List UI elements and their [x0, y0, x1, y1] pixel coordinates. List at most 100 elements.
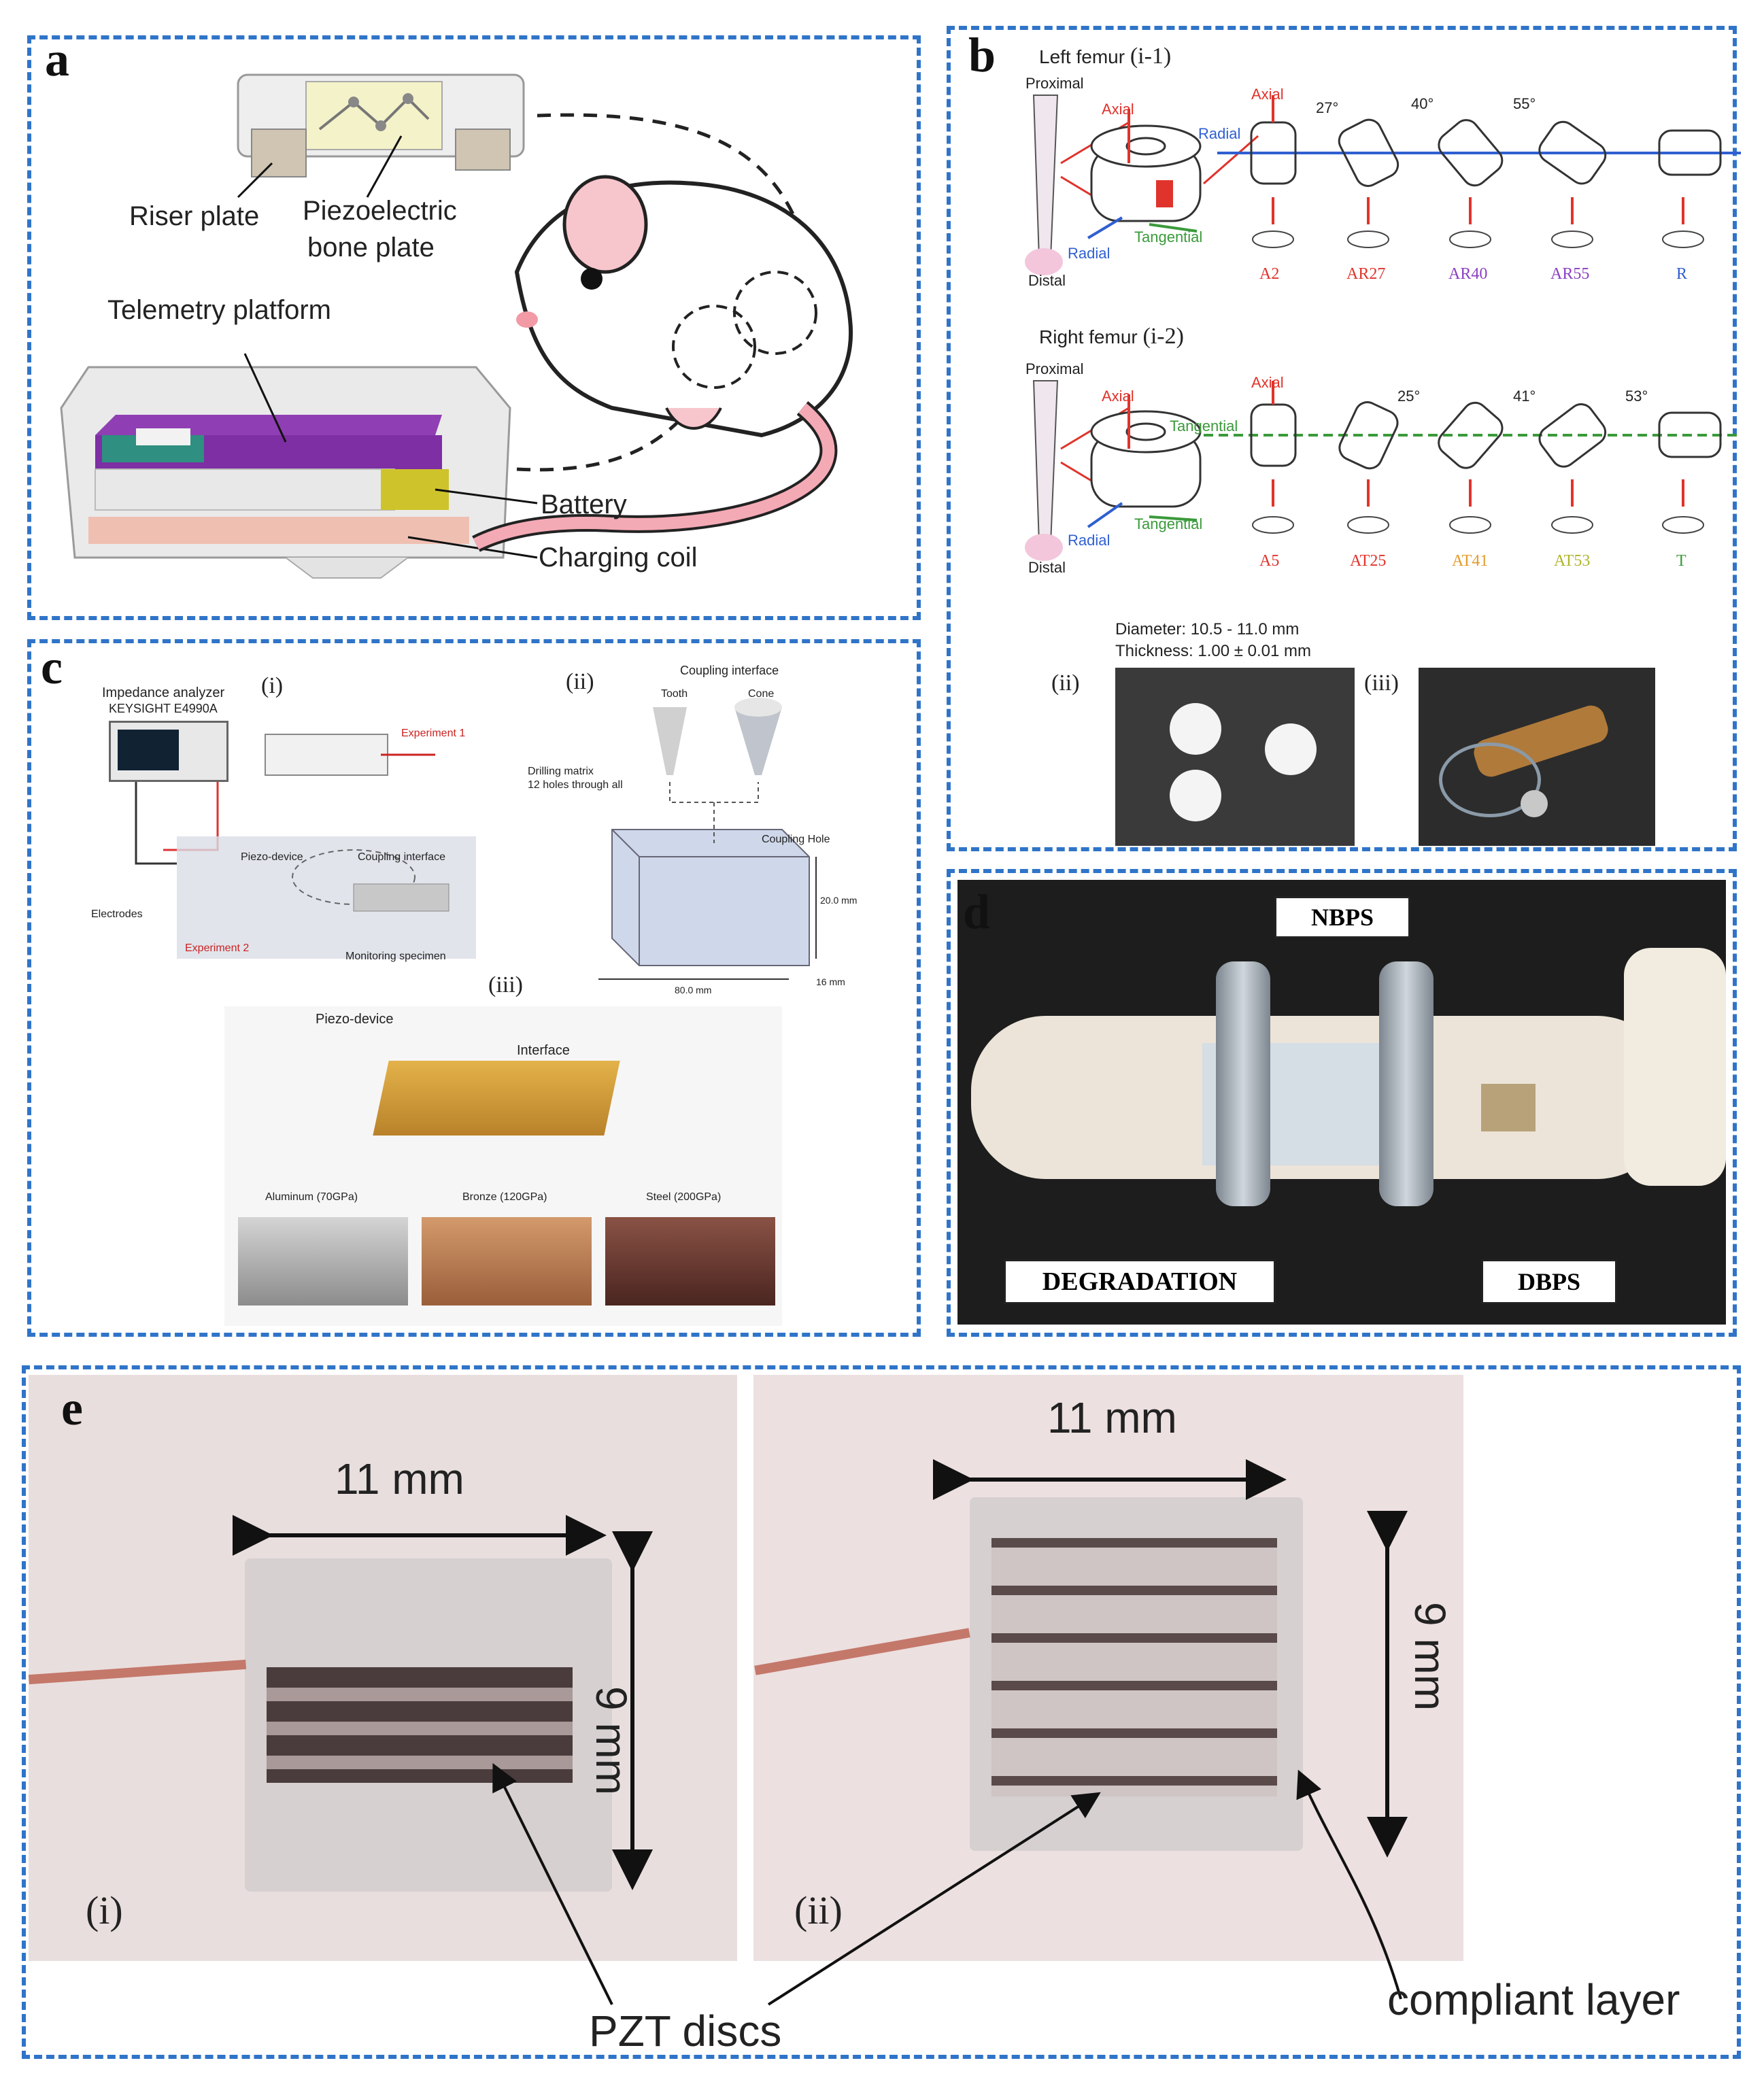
specimen-photo	[224, 1006, 782, 1326]
e-i-label: (i)	[86, 1888, 123, 1932]
cable-loop	[1439, 743, 1541, 817]
b-iii-label: (iii)	[1364, 670, 1399, 696]
phantom-end	[1624, 948, 1726, 1186]
panel-c	[27, 639, 921, 1337]
panel-a	[27, 35, 921, 620]
piezo-device-iii-label: Piezo-device	[316, 1012, 394, 1027]
bronze-label: Bronze (120GPa)	[462, 1191, 547, 1203]
tangential-label-1: Tangential	[1134, 228, 1203, 245]
coupling-hole-label: Coupling Hole	[762, 834, 830, 845]
axial-label-1b: Axial	[1251, 86, 1284, 103]
panel-d-label: d	[963, 885, 991, 939]
analyzer-screen	[118, 730, 179, 770]
nbps-label: NBPS	[1274, 896, 1410, 938]
dbps-label: DBPS	[1481, 1259, 1617, 1304]
panel-b-label: b	[968, 28, 996, 82]
code-2-4: AT53	[1554, 552, 1591, 570]
height-label-i: 9 mm	[587, 1686, 636, 1795]
code-2-2: AT25	[1350, 552, 1387, 570]
angle-2-1: 25°	[1397, 388, 1421, 405]
hose-clamp-1	[1216, 961, 1270, 1206]
width-label-i: 11 mm	[335, 1454, 464, 1503]
panel-e	[22, 1365, 1741, 2059]
degradation-label: DEGRADATION	[1004, 1259, 1276, 1304]
axial-label-1: Axial	[1102, 101, 1134, 118]
electrodes-label: Electrodes	[91, 908, 143, 920]
piezo-plate-label-1: Piezoelectric	[303, 196, 457, 226]
battery-label: Battery	[541, 490, 627, 519]
hose-clamp-2	[1379, 961, 1434, 1206]
drilling-label-1: Drilling matrix	[528, 766, 594, 777]
angle-1-3: 55°	[1513, 95, 1536, 112]
code-1-3: AR40	[1448, 265, 1488, 283]
experiment-2-label: Experiment 2	[185, 942, 250, 954]
dim-length-label: 80.0 mm	[675, 985, 712, 995]
panel-a-label: a	[45, 32, 69, 86]
coupling-interface-label: Coupling interface	[680, 664, 779, 677]
axial-label-2b: Axial	[1251, 374, 1284, 391]
proximal-label-2: Proximal	[1025, 360, 1084, 377]
right-femur-label: Right femur (i-2)	[1039, 324, 1184, 349]
code-2-5: T	[1676, 552, 1686, 570]
telemetry-label: Telemetry platform	[107, 295, 331, 325]
coupling-interface-small-label: Coupling interface	[358, 851, 445, 863]
cone-label: Cone	[748, 688, 775, 700]
radial-label-1: Radial	[1198, 125, 1241, 142]
angle-1-2: 40°	[1411, 95, 1434, 112]
height-label-ii: 9 mm	[1406, 1602, 1455, 1711]
b-ii-label: (ii)	[1051, 670, 1080, 696]
width-label-ii: 11 mm	[1047, 1393, 1177, 1442]
panel-d	[947, 869, 1737, 1337]
steel-label: Steel (200GPa)	[646, 1191, 722, 1203]
panel-e-label: e	[61, 1381, 83, 1435]
angle-2-3: 53°	[1625, 388, 1648, 405]
drilling-label-2: 12 holes through all	[528, 779, 623, 791]
impedance-label-1: Impedance analyzer	[102, 685, 225, 700]
lead-wire-ii	[754, 1628, 970, 1675]
tooth-label: Tooth	[661, 688, 688, 700]
monitoring-label: Monitoring specimen	[345, 951, 446, 962]
code-1-5: R	[1676, 265, 1688, 283]
c-ii-label: (ii)	[566, 669, 594, 694]
sensor-patch	[1481, 1084, 1536, 1131]
distal-label-1: Distal	[1028, 272, 1066, 289]
disc-3	[1170, 770, 1221, 821]
left-femur-label: Left femur (i-1)	[1039, 44, 1172, 69]
pzt-stack-ii	[991, 1538, 1277, 1796]
c-iii-label: (iii)	[488, 972, 523, 997]
compliant-layer-label: compliant layer	[1387, 1975, 1680, 2024]
aluminum-block	[238, 1217, 408, 1305]
proximal-label-1: Proximal	[1025, 75, 1084, 92]
diameter-label: Diameter: 10.5 - 11.0 mm	[1115, 620, 1300, 638]
piezo-disc-photo	[1115, 668, 1355, 846]
tangential-label-2: Tangential	[1170, 417, 1238, 434]
panel-b	[947, 26, 1737, 851]
dim-depth-label: 16 mm	[816, 976, 845, 987]
code-2-3: AT41	[1452, 552, 1489, 570]
pzt-discs-label: PZT discs	[589, 2007, 782, 2055]
disc-2	[1265, 723, 1317, 775]
radial-label-2: Radial	[1068, 532, 1110, 549]
sensor-photo-ii	[753, 1375, 1463, 1961]
experiment-1-label: Experiment 1	[401, 728, 466, 739]
code-1-2: AR27	[1346, 265, 1386, 283]
angle-1-1: 27°	[1316, 99, 1339, 116]
piezo-device-label: Piezo-device	[241, 851, 303, 863]
angle-2-2: 41°	[1513, 388, 1536, 405]
metal-tip	[1521, 790, 1548, 817]
bronze-block	[422, 1217, 592, 1305]
charging-coil-label: Charging coil	[539, 543, 698, 573]
bone-sample-photo	[1419, 668, 1655, 846]
aluminum-label: Aluminum (70GPa)	[265, 1191, 358, 1203]
thickness-label: Thickness: 1.00 ± 0.01 mm	[1115, 642, 1311, 660]
pzt-stack-i	[267, 1667, 573, 1783]
gold-block	[373, 1061, 620, 1136]
tangential-label-2b: Tangential	[1134, 515, 1203, 532]
piezo-plate-label-2: bone plate	[307, 233, 435, 262]
bone-phantom-photo	[957, 880, 1726, 1325]
lead-wire-i	[29, 1659, 247, 1685]
riser-plate-label: Riser plate	[129, 201, 260, 231]
e-ii-label: (ii)	[794, 1888, 843, 1932]
impedance-analyzer	[109, 721, 228, 782]
radial-label-1b: Radial	[1068, 245, 1110, 262]
